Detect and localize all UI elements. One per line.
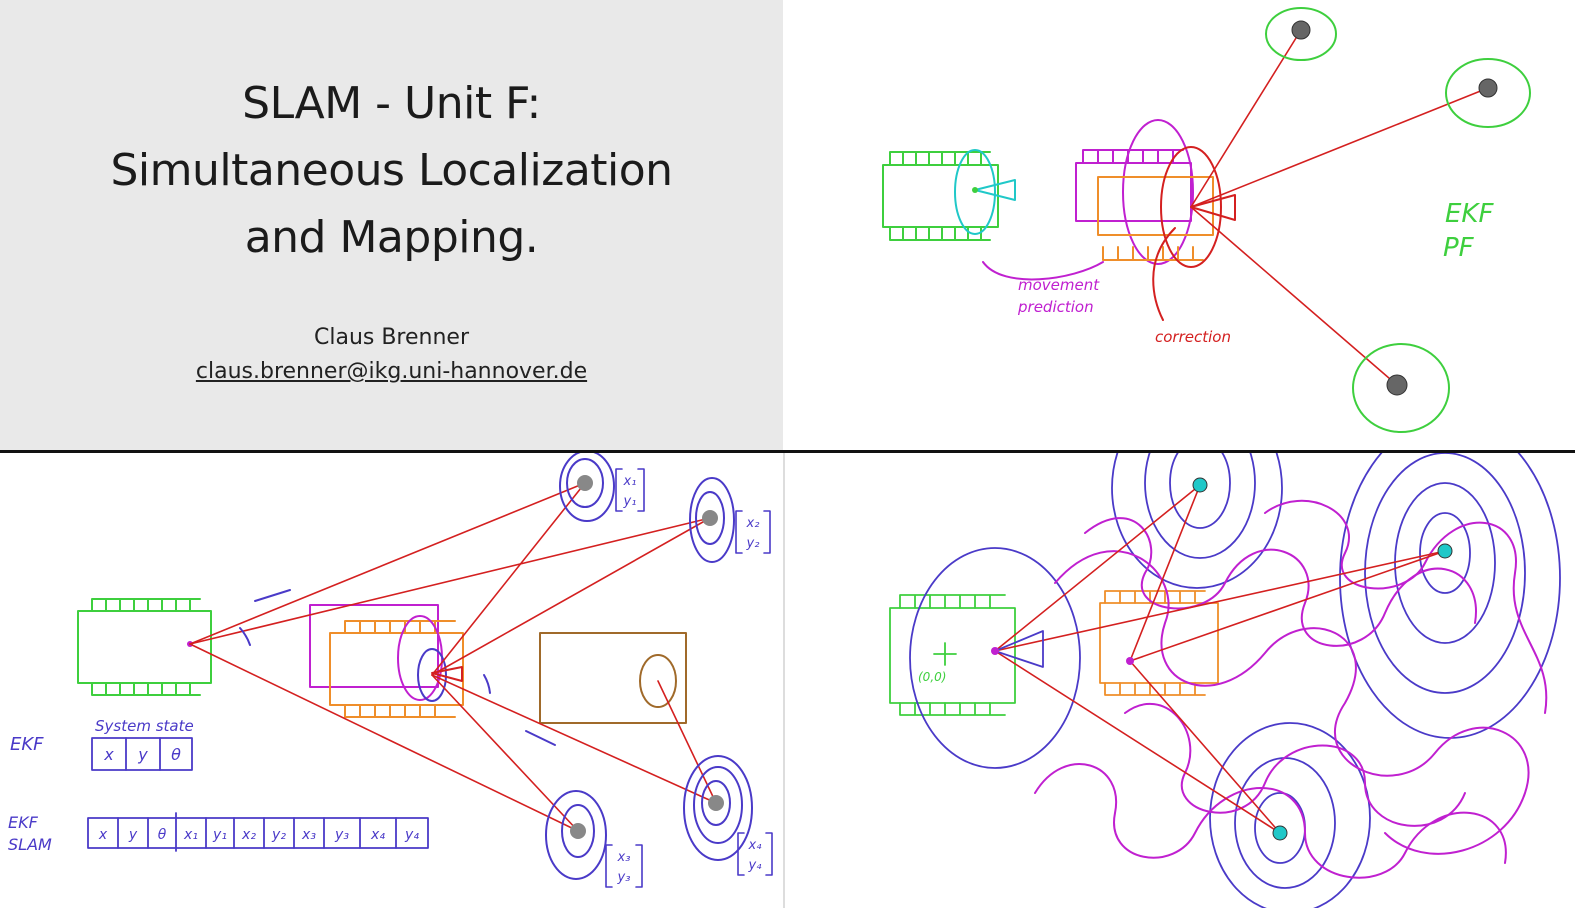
slam-state-vector-box bbox=[87, 812, 429, 852]
slam-state-cell: x₄ bbox=[370, 827, 385, 843]
landmark-uncertainties bbox=[545, 453, 753, 880]
robot-corrected bbox=[1097, 176, 1214, 261]
slam-state-cell: x bbox=[98, 827, 108, 843]
label-ekf: EKF bbox=[1445, 199, 1494, 229]
robot-start bbox=[882, 151, 999, 241]
robot-start bbox=[77, 598, 212, 696]
particle-hypotheses bbox=[1034, 499, 1548, 879]
landmark-vector-top: x₁ bbox=[623, 474, 637, 489]
label-ekf: EKF bbox=[10, 734, 44, 755]
slam-state-cell: y bbox=[128, 827, 138, 843]
label-pf: PF bbox=[1443, 233, 1475, 263]
correction-arrow bbox=[1152, 227, 1176, 321]
measurement-rays bbox=[994, 484, 1446, 834]
robot-moved bbox=[1099, 590, 1219, 696]
landmark-vector-bottom: y₁ bbox=[623, 494, 637, 509]
state-cell: θ bbox=[171, 745, 181, 764]
slam-state-cell: x₁ bbox=[183, 827, 198, 843]
start-sensor-cone bbox=[974, 179, 1016, 201]
uncertainty-contours bbox=[909, 453, 1561, 908]
landmark-vector-bottom: y₄ bbox=[748, 858, 763, 873]
label-correction: correction bbox=[1155, 328, 1231, 346]
title-slide: SLAM - Unit F: Simultaneous Localization… bbox=[0, 0, 783, 450]
slide-title-line-1: SLAM - Unit F: bbox=[242, 78, 541, 129]
slam-state-cell: x₂ bbox=[241, 827, 256, 843]
slam-state-cell: y₂ bbox=[271, 827, 286, 843]
label-origin: (0,0) bbox=[918, 670, 946, 684]
landmark-vector-top: x₄ bbox=[748, 838, 763, 853]
vertical-divider bbox=[783, 453, 785, 908]
sketch-prediction-correction: movement prediction correction EKF PF bbox=[783, 0, 1575, 450]
landmarks bbox=[1265, 7, 1531, 433]
particle-uncertainty-drawing: (0,0) bbox=[889, 453, 1561, 908]
correction-sensor-cone bbox=[1190, 194, 1236, 221]
horizontal-divider bbox=[0, 450, 1575, 453]
slide-title-line-3: and Mapping. bbox=[244, 212, 539, 263]
landmark-vector-top: x₃ bbox=[617, 850, 631, 865]
correction-ellipse bbox=[1160, 146, 1222, 268]
sketch-ekf-slam-state: System state EKF EKF SLAM x y θ x y θ x₁ y₁ x₂ y… bbox=[0, 453, 783, 908]
sensor-cone bbox=[994, 630, 1044, 668]
landmark-vector-bottom: y₂ bbox=[746, 536, 760, 551]
movement-arrow bbox=[982, 261, 1104, 281]
start-uncertainty bbox=[954, 149, 996, 235]
label-ekf-slam-line2: SLAM bbox=[8, 835, 52, 854]
landmark-vector-top: x₂ bbox=[746, 516, 760, 531]
slam-state-cell: θ bbox=[158, 827, 167, 843]
state-vector-box bbox=[91, 737, 193, 771]
robot-predicted bbox=[1075, 119, 1194, 265]
slam-state-cell: y₃ bbox=[334, 827, 349, 843]
robot-origin bbox=[889, 594, 1016, 716]
state-cell: y bbox=[137, 745, 148, 764]
robot-future bbox=[539, 632, 687, 724]
measurement-rays bbox=[189, 482, 717, 832]
prediction-correction-drawing: movement prediction correction EKF PF bbox=[882, 7, 1531, 433]
author-name: Claus Brenner bbox=[313, 325, 469, 350]
label-ekf-slam-line1: EKF bbox=[8, 813, 39, 832]
label-prediction: prediction bbox=[1017, 298, 1094, 316]
measurement-rays bbox=[1190, 29, 1489, 386]
robot-predicted bbox=[309, 604, 439, 688]
slam-state-cell: x₃ bbox=[301, 827, 316, 843]
landmarks bbox=[1192, 477, 1453, 841]
landmark-vector-bottom: y₃ bbox=[617, 870, 631, 885]
sketch-particle-uncertainty: (0,0) bbox=[785, 453, 1575, 908]
landmarks bbox=[570, 475, 724, 839]
slide-title-line-2: Simultaneous Localization bbox=[110, 145, 673, 196]
label-system-state: System state bbox=[95, 717, 194, 735]
slam-state-cell: y₁ bbox=[212, 827, 227, 843]
slam-state-cell: y₄ bbox=[404, 827, 419, 843]
landmark-vector-brackets bbox=[605, 468, 773, 888]
ekf-slam-drawing: System state EKF EKF SLAM x y θ x y θ x₁ y₁ x₂ y… bbox=[8, 453, 773, 888]
author-email-link[interactable]: claus.brenner@ikg.uni-hannover.de bbox=[195, 359, 588, 384]
label-movement: movement bbox=[1018, 276, 1100, 294]
state-cell: x bbox=[103, 745, 114, 764]
